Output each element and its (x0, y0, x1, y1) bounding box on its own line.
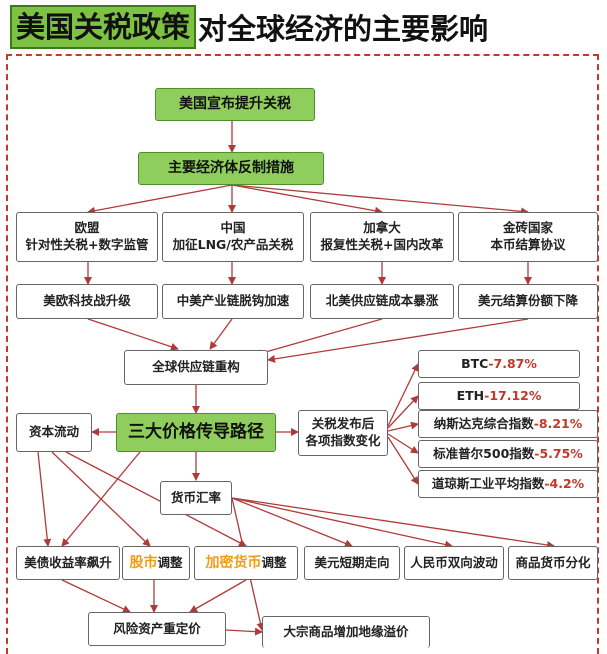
node-supply-chain-label: 全球供应链重构 (152, 359, 240, 375)
dashed-frame (6, 54, 599, 654)
node-price-paths: 三大价格传导路径 (116, 413, 276, 452)
node-canada: 加拿大 报复性关税+国内改革 (310, 212, 454, 262)
crypto-rest: 调整 (261, 554, 287, 570)
edge-canadaeffect-supply (254, 318, 383, 357)
node-rmb-label: 人民币双向波动 (410, 554, 498, 570)
node-price-paths-label: 三大价格传导路径 (128, 422, 264, 443)
node-index-change-line1: 关税发布后 (311, 416, 375, 432)
edge-paths-treasury (61, 451, 141, 547)
edge-counter-canada (231, 184, 383, 215)
dow-label: 道琼斯工业平均指数 (431, 475, 545, 491)
title-rest: 对全球经济的主要影响 (198, 12, 489, 46)
edge-treasury-risk (61, 579, 131, 613)
node-supply-chain: 全球供应链重构 (124, 350, 268, 385)
node-capital-flow: 资本流动 (16, 413, 92, 452)
edge-capital-crypto (65, 451, 247, 547)
node-brics-title: 金砖国家 (502, 220, 553, 236)
node-capital-flow-label: 资本流动 (28, 424, 79, 440)
edge-index-btc (387, 363, 419, 427)
node-brics-effect-label: 美元结算份额下降 (477, 293, 578, 309)
dow-value: -4.2% (544, 475, 585, 491)
edge-counter-eu (87, 184, 233, 215)
node-eu-effect-label: 美欧科技战升级 (43, 293, 131, 309)
node-eu: 欧盟 针对性关税+数字监管 (16, 212, 158, 262)
node-eu-title: 欧盟 (74, 220, 100, 236)
node-stocks: 股市调整 (122, 546, 190, 580)
node-china-title: 中国 (220, 220, 246, 236)
edge-fx-rmb (231, 497, 453, 549)
crypto-highlight: 加密货币 (205, 554, 262, 571)
node-eu-effect: 美欧科技战升级 (16, 284, 158, 319)
node-index-change-line2: 各项指数变化 (305, 433, 381, 448)
eth-value: -17.12% (484, 387, 542, 403)
node-index-change: 关税发布后 各项指数变化 (298, 410, 388, 456)
node-nasdaq: 纳斯达克综合指数 -8.21% (418, 410, 598, 438)
node-announce-label: 美国宣布提升关税 (179, 96, 291, 113)
node-canada-effect: 北美供应链成本暴涨 (310, 284, 454, 319)
node-fx: 货币汇率 (160, 481, 232, 515)
node-brics-sub: 本币结算协议 (490, 237, 566, 252)
edge-capital-treasury (37, 451, 52, 547)
node-china-effect-label: 中美产业链脱钩加速 (176, 293, 290, 309)
node-brics: 金砖国家 本币结算协议 (458, 212, 598, 262)
node-canada-sub: 报复性关税+国内改革 (320, 237, 444, 252)
node-sp500: 标准普尔500指数-5.75% (418, 440, 598, 468)
page-title: 美国关税政策 对全球经济的主要影响 (10, 4, 488, 50)
node-announce: 美国宣布提升关税 (155, 88, 315, 121)
node-rmb: 人民币双向波动 (404, 546, 504, 580)
title-highlight: 美国关税政策 (10, 5, 197, 49)
node-china-sub: 加征LNG/农产品关税 (172, 237, 294, 252)
btc-label: BTC (461, 355, 489, 371)
node-commodity-fx: 商品货币分化 (508, 546, 598, 580)
node-btc: BTC -7.87% (418, 350, 580, 378)
sp500-value: -5.75% (534, 445, 583, 461)
node-dow: 道琼斯工业平均指数-4.2% (418, 470, 598, 498)
node-eth: ETH -17.12% (418, 382, 580, 410)
edge-crypto-risk (189, 579, 247, 613)
node-risk-repricing-label: 风险资产重定价 (113, 620, 201, 636)
nasdaq-label: 纳斯达克综合指数 (433, 415, 534, 431)
edge-chinaeffect-supply (209, 318, 233, 350)
node-usd-short: 美元短期走向 (304, 546, 400, 580)
node-usd-short-label: 美元短期走向 (314, 554, 390, 570)
edge-fx-usd (231, 497, 353, 548)
node-eu-sub: 针对性关税+数字监管 (25, 237, 149, 252)
nasdaq-value: -8.21% (533, 415, 583, 431)
node-countermeasures-label: 主要经济体反制措施 (168, 160, 294, 177)
btc-value: -7.87% (488, 355, 537, 371)
edge-bricseffect-supply (267, 318, 529, 363)
edge-risk-commodities (225, 627, 263, 636)
node-china: 中国 加征LNG/农产品关税 (162, 212, 304, 262)
edge-index-sp500 (387, 433, 419, 454)
node-commodities: 大宗商品增加地缘溢价 (262, 616, 430, 648)
stocks-rest: 调整 (157, 554, 183, 570)
sp500-label: 标准普尔500指数 (433, 445, 535, 461)
node-fx-label: 货币汇率 (170, 489, 221, 505)
node-canada-title: 加拿大 (363, 220, 401, 236)
node-treasury: 美债收益率飙升 (16, 546, 120, 580)
edge-index-dow (387, 436, 419, 485)
eth-label: ETH (456, 387, 485, 403)
node-crypto: 加密货币调整 (194, 546, 298, 580)
edge-index-eth (387, 395, 419, 429)
node-risk-repricing: 风险资产重定价 (88, 612, 226, 646)
edge-counter-brics (231, 184, 529, 216)
edge-index-nasdaq (387, 421, 419, 432)
node-china-effect: 中美产业链脱钩加速 (162, 284, 304, 319)
stocks-highlight: 股市 (129, 554, 158, 571)
edge-fx-commodity (231, 497, 555, 549)
node-commodity-fx-label: 商品货币分化 (515, 554, 591, 570)
node-countermeasures: 主要经济体反制措施 (138, 152, 324, 185)
edge-eueffect-supply (87, 318, 179, 351)
node-canada-effect-label: 北美供应链成本暴涨 (325, 293, 439, 309)
node-brics-effect: 美元结算份额下降 (458, 284, 598, 319)
node-commodities-label: 大宗商品增加地缘溢价 (283, 624, 409, 640)
node-treasury-label: 美债收益率飙升 (24, 554, 112, 570)
